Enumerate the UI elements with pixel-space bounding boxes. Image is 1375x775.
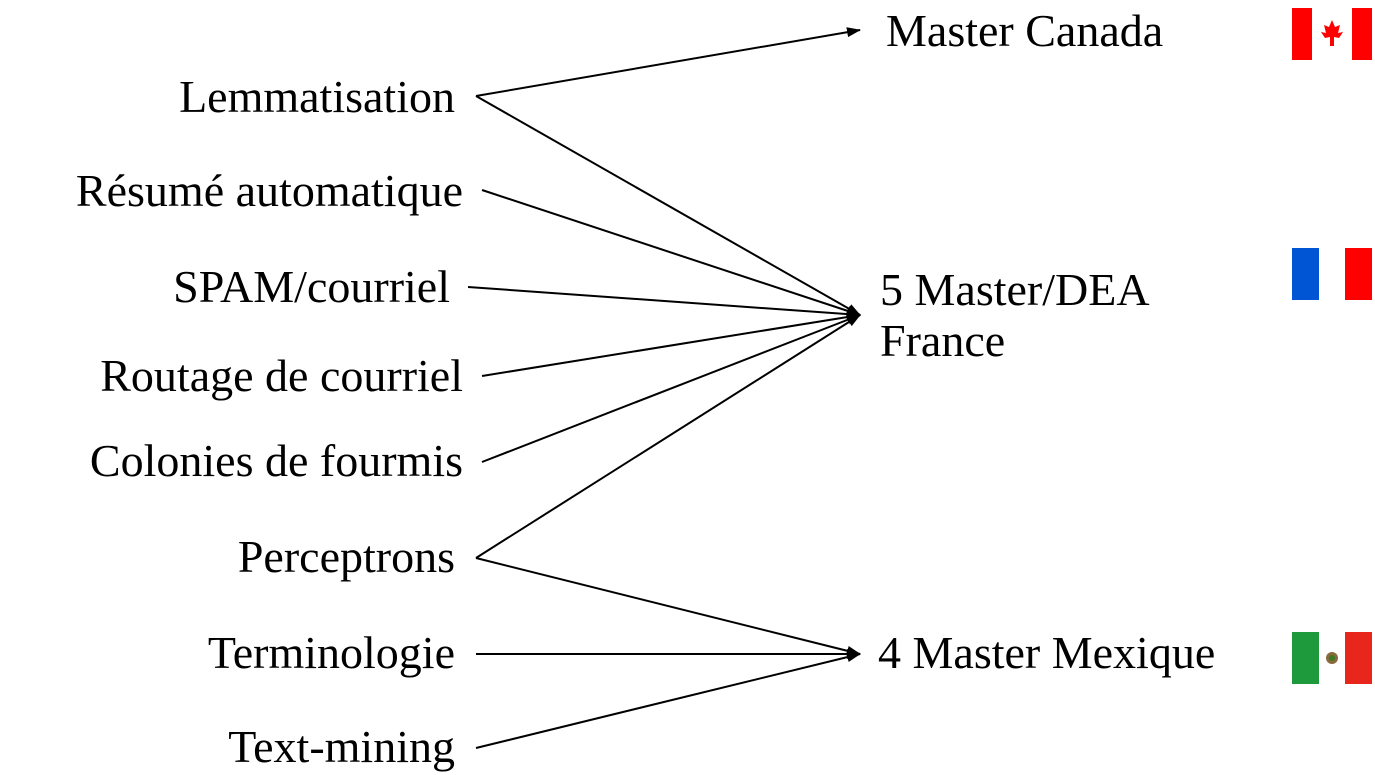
- source-lemmatisation: Lemmatisation: [179, 71, 455, 122]
- edge-textmining-to-mexique: [475, 652, 861, 749]
- target-master-canada: Master Canada: [886, 5, 1164, 56]
- target-master-mexique: 4 Master Mexique: [878, 627, 1216, 678]
- source-routage-de-courriel: Routage de courriel: [100, 350, 463, 401]
- edge-colonies-to-france: [481, 314, 861, 463]
- canada-flag-icon: [1292, 8, 1372, 60]
- france-flag-icon: [1292, 248, 1372, 300]
- edge-resume-to-france: [481, 189, 861, 316]
- target-master-dea-france-line1: 5 Master/DEA: [880, 264, 1150, 315]
- source-terminologie: Terminologie: [207, 627, 455, 678]
- edge-routage-to-france: [481, 312, 861, 377]
- source-colonies-de-fourmis: Colonies de fourmis: [89, 435, 463, 486]
- source-text-mining: Text-mining: [228, 721, 455, 772]
- mexico-flag-icon: [1292, 632, 1372, 684]
- edge-lemmatisation-to-canada: [475, 27, 861, 97]
- target-master-dea-france-line2: France: [880, 315, 1006, 366]
- edge-spam-to-france: [467, 286, 861, 320]
- edge-perceptrons-to-france: [475, 314, 861, 559]
- source-spam-courriel: SPAM/courriel: [173, 261, 450, 312]
- source-perceptrons: Perceptrons: [237, 531, 455, 582]
- edge-perceptrons-to-mexique: [475, 557, 861, 656]
- source-resume-automatique: Résumé automatique: [75, 165, 463, 216]
- edge-lemmatisation-to-france: [475, 95, 861, 316]
